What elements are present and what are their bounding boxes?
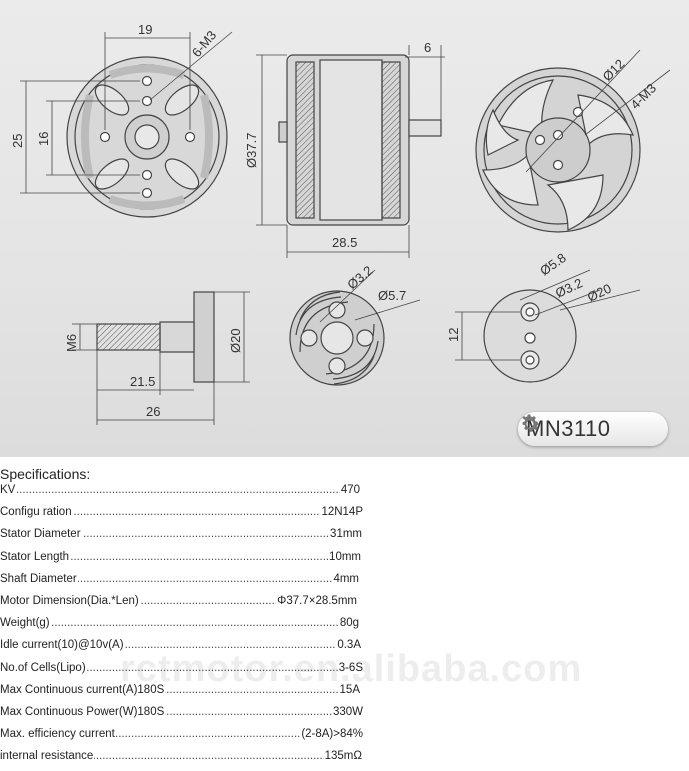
spec-label: Stator Diameter (0, 528, 82, 541)
dim-dia-37-7: Ø37.7 (244, 133, 259, 168)
spec-label: KV (0, 484, 17, 496)
spec-value: (2-8A)>84% (300, 728, 363, 741)
spec-value: 4mm (332, 572, 359, 585)
dim-16: 16 (36, 132, 51, 146)
spec-row: ........................................… (0, 484, 689, 504)
dim-dia-20-b: Ø20 (585, 281, 614, 305)
front-view-dims (20, 31, 233, 194)
spec-row: ........................................… (0, 683, 689, 704)
spec-value: 3-6S (337, 661, 363, 674)
spec-row: ........................................… (0, 506, 689, 526)
bell-view-dims (319, 269, 421, 323)
spec-value: 15A (338, 683, 360, 696)
spec-label: Weight(g) (0, 617, 51, 630)
spec-label: Max. efficiency current (0, 728, 116, 741)
spec-value: 10mm (328, 550, 361, 563)
dim-25: 25 (10, 134, 25, 148)
spec-label: No.of Cells(Lipo) (0, 661, 87, 674)
spec-row: ........................................… (0, 528, 689, 548)
spec-row: ........................................… (0, 550, 689, 571)
spec-row: ........................................… (0, 617, 689, 637)
spec-leader-dots: ........................................… (0, 572, 359, 585)
dim-21-5: 21.5 (130, 374, 155, 389)
spec-value: Φ37.7×28.5mm (276, 595, 357, 607)
spec-value: 31mm (329, 528, 362, 541)
spec-row: ........................................… (0, 706, 689, 726)
spec-leader-dots: ........................................… (0, 528, 362, 541)
spec-value: 470 (339, 484, 360, 496)
dim-26: 26 (146, 404, 160, 419)
spec-row: ........................................… (0, 595, 689, 615)
spec-leader-dots: ........................................… (0, 617, 359, 630)
spec-row: ........................................… (0, 639, 689, 659)
specifications-section: Specifications: ........................… (0, 457, 689, 771)
spec-value: 12N14P (320, 506, 363, 519)
dim-dia-20: Ø20 (228, 328, 243, 353)
rear-view (475, 67, 641, 233)
dim-12-b: 12 (446, 328, 461, 342)
dim-dia-5-7: Ø5.7 (378, 288, 406, 303)
dim-6-m3: 6-M3 (189, 28, 220, 60)
dim-dia-3-2-b: Ø3.2 (553, 275, 585, 301)
rear-view-dims (525, 49, 671, 173)
spec-leader-dots: ........................................… (0, 661, 363, 674)
spec-label: Max Continuous Power(W)180S (0, 706, 166, 718)
spec-label: Configu ration (0, 506, 73, 519)
spec-row: ........................................… (0, 728, 689, 748)
spec-label: Motor Dimension(Dia.*Len) (0, 595, 140, 607)
spec-value: 0.3A (336, 639, 361, 652)
dim-dia-12: Ø12 (600, 56, 628, 84)
adapter-view (483, 289, 577, 383)
spec-row: ........................................… (0, 572, 689, 593)
bell-view (289, 290, 385, 386)
gear-icon (522, 414, 540, 432)
side-view (278, 54, 442, 226)
spec-value: 80g (338, 617, 359, 630)
spec-leader-dots: ........................................… (0, 506, 363, 519)
spec-label: Max Continuous current(A)180S (0, 683, 166, 696)
spec-label: Idle current(10)@10v(A) (0, 639, 125, 652)
spec-label: internal resistance (0, 750, 95, 763)
dim-m6: M6 (64, 334, 79, 352)
spec-leader-dots: ........................................… (0, 550, 361, 563)
spec-label: Stator Length (0, 550, 71, 563)
model-name: MN3110 (526, 416, 611, 441)
dim-19: 19 (138, 22, 152, 37)
motor-technical-drawing: 19 6-M3 25 16 6 Ø37.7 28.5 (0, 0, 689, 457)
model-badge: MN3110 (518, 412, 668, 446)
adapter-view-dims (455, 269, 641, 361)
spec-label: Shaft Diameter (0, 572, 78, 585)
dim-dia-5-8: Ø5.8 (537, 250, 569, 278)
spec-leader-dots: ........................................… (0, 484, 360, 496)
dim-4-m3: 4-M3 (628, 81, 660, 113)
spec-row: ........................................… (0, 661, 689, 682)
specifications-title: Specifications: (0, 466, 91, 482)
shaft-view-dims (72, 291, 250, 425)
dim-28-5: 28.5 (332, 235, 357, 250)
spec-row: ........................................… (0, 750, 689, 770)
spec-value: 135mΩ (323, 750, 362, 763)
side-view-dims (256, 45, 445, 258)
shaft-view (96, 291, 215, 383)
dim-dia-3-2-a: Ø3.2 (344, 263, 375, 293)
drawing-svg: 19 6-M3 25 16 6 Ø37.7 28.5 (10, 22, 671, 425)
dim-6: 6 (424, 40, 431, 55)
spec-value: 330W (331, 706, 363, 718)
